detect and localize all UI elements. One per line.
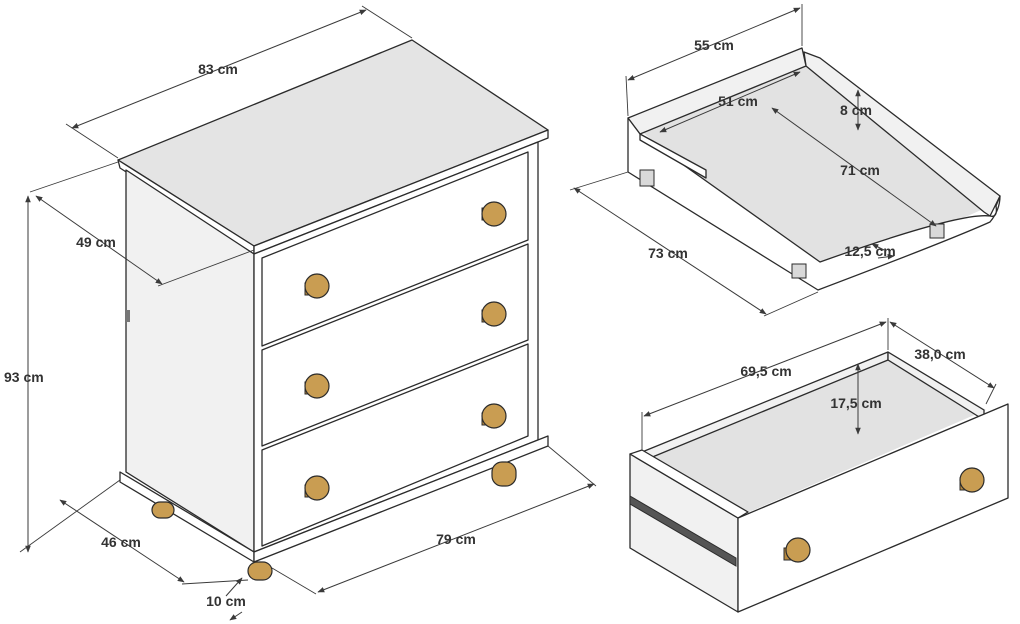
dim-drawer-length-label: 69,5 cm	[740, 363, 791, 379]
changing-top-inner-length-dimension: 71 cm	[771, 107, 937, 227]
drawer-depth-dimension: 38,0 cm	[889, 321, 997, 405]
dresser-leg-height-dimension: 10 cm	[206, 577, 246, 621]
dim-changing-inner-length-label: 71 cm	[840, 162, 880, 178]
drawer-height-dimension: 17,5 cm	[830, 363, 882, 435]
changing-top-foot	[791, 263, 807, 279]
drawer-knob	[959, 467, 985, 493]
dresser-width-top-dimension: 83 cm	[65, 5, 413, 159]
drawer-knob	[481, 301, 507, 327]
drawer-left-top-edge	[629, 449, 749, 519]
dim-width-base-label: 79 cm	[436, 531, 476, 547]
dresser-drawer-2	[261, 243, 529, 447]
single-drawer: 69,5 cm 38,0 cm 17,5 cm	[629, 318, 1009, 613]
dim-height-label: 93 cm	[4, 369, 44, 385]
drawer-runner	[629, 495, 737, 567]
dresser: 83 cm 49 cm 93 cm 46 cm 79 cm 10 cm	[4, 5, 597, 621]
drawer-knob	[481, 201, 507, 227]
dresser-leg	[151, 501, 175, 519]
drawer-knob	[304, 475, 330, 501]
dresser-leg	[491, 461, 517, 487]
changing-top-foot	[639, 169, 655, 187]
changing-top-foot	[929, 223, 945, 239]
dim-changing-front-height-label: 12,5 cm	[844, 243, 895, 259]
dim-changing-side-height-label: 8 cm	[840, 102, 872, 118]
changing-top: 55 cm 51 cm 8 cm 71 cm 73 cm 12,5 cm	[569, 4, 1001, 317]
dresser-top-front-edge	[253, 129, 549, 255]
dresser-width-base-dimension: 79 cm	[271, 445, 597, 595]
dim-changing-inner-width-label: 51 cm	[718, 93, 758, 109]
dim-drawer-depth-label: 38,0 cm	[914, 346, 965, 362]
dim-width-top-label: 83 cm	[198, 61, 238, 77]
changing-top-near-rail	[627, 117, 1001, 291]
dresser-depth-base-dimension: 46 cm	[59, 499, 249, 585]
drawer-knob	[783, 537, 811, 563]
changing-top-length-dimension: 73 cm	[569, 171, 819, 317]
dim-changing-length-label: 73 cm	[648, 245, 688, 261]
dresser-leg	[247, 561, 273, 581]
dim-changing-width-label: 55 cm	[694, 37, 734, 53]
drawer-length-dimension: 69,5 cm	[641, 318, 889, 450]
drawer-knob	[304, 373, 330, 399]
side-panel-hole	[126, 310, 130, 322]
changing-top-inner-width-dimension: 51 cm	[659, 71, 801, 133]
dim-drawer-height-label: 17,5 cm	[830, 395, 881, 411]
changing-top-divider	[639, 133, 707, 179]
drawer-inner-bottom	[642, 352, 986, 516]
dim-depth-top-label: 49 cm	[76, 234, 116, 250]
dim-depth-base-label: 46 cm	[101, 534, 141, 550]
changing-top-width-dimension: 55 cm	[625, 4, 803, 117]
dresser-drawer-1	[261, 151, 529, 347]
changing-top-front-height-dimension: 12,5 cm	[844, 243, 896, 260]
drawer-knob	[481, 403, 507, 429]
dresser-depth-top-dimension: 49 cm	[29, 161, 255, 287]
dim-leg-height-label: 10 cm	[206, 593, 246, 609]
drawer-knob	[304, 273, 330, 299]
